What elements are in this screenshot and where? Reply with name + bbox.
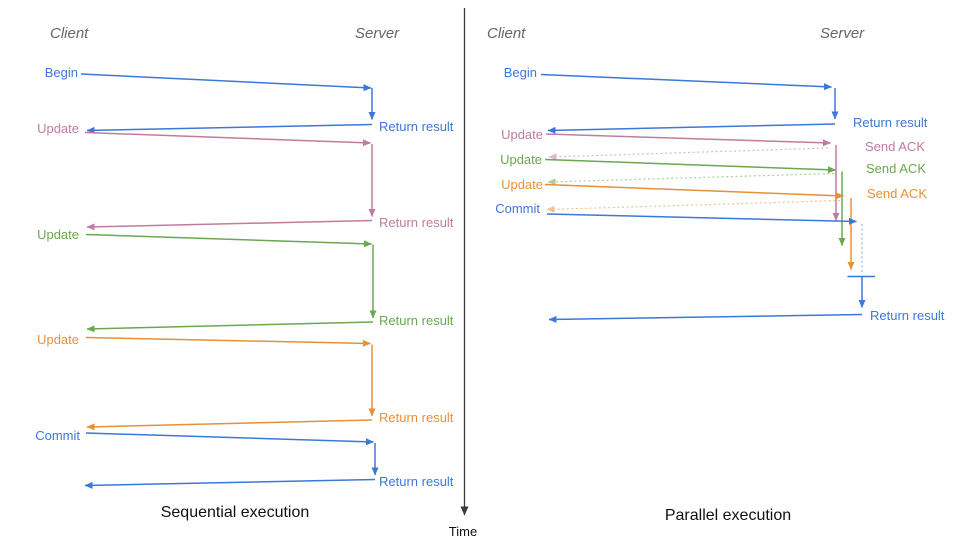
server-header: Server bbox=[355, 25, 400, 42]
server-header: Server bbox=[820, 25, 865, 42]
response-line bbox=[86, 419, 373, 431]
response-label: Return result bbox=[379, 119, 454, 134]
seq-update1-exchange: Update Return result bbox=[37, 121, 454, 231]
panel-parallel: Client Server Begin Return result Update… bbox=[487, 25, 945, 524]
response-line bbox=[86, 123, 373, 134]
request-line bbox=[80, 73, 372, 92]
request-line bbox=[85, 336, 371, 347]
request-label: Commit bbox=[35, 428, 80, 443]
client-header: Client bbox=[50, 25, 89, 42]
request-line bbox=[544, 183, 844, 200]
request-label: Update bbox=[500, 152, 542, 167]
panel-title: Parallel execution bbox=[665, 507, 791, 524]
response-label: Return result bbox=[853, 115, 928, 130]
ack-line bbox=[547, 172, 835, 186]
response-label: Return result bbox=[379, 313, 454, 328]
response-label: Return result bbox=[379, 215, 454, 230]
response-label: Send ACK bbox=[866, 161, 926, 176]
response-label: Send ACK bbox=[867, 186, 927, 201]
request-label: Begin bbox=[504, 65, 537, 80]
time-axis: Time bbox=[449, 8, 477, 539]
time-axis-label: Time bbox=[449, 524, 477, 539]
response-line bbox=[86, 321, 374, 333]
response-line bbox=[84, 478, 376, 489]
par-update1-exchange: Update Send ACK bbox=[501, 127, 925, 221]
seq-begin-exchange: Begin Return result bbox=[45, 65, 454, 134]
response-line bbox=[547, 123, 836, 134]
request-line bbox=[85, 233, 372, 248]
par-update3-exchange: Update Send ACK bbox=[501, 177, 927, 270]
seq-update2-exchange: Update Return result bbox=[37, 227, 454, 333]
request-label: Update bbox=[37, 227, 79, 242]
response-line bbox=[548, 313, 863, 323]
request-line bbox=[84, 131, 371, 147]
request-line bbox=[546, 213, 857, 225]
client-header: Client bbox=[487, 25, 526, 42]
request-label: Update bbox=[501, 127, 543, 142]
par-begin-exchange: Begin Return result bbox=[504, 65, 928, 134]
par-commit-exchange: Commit Return result bbox=[495, 201, 945, 323]
request-label: Update bbox=[37, 121, 79, 136]
panel-sequential: Client Server Begin Return result Update… bbox=[35, 25, 454, 521]
response-label: Return result bbox=[379, 474, 454, 489]
response-line bbox=[86, 219, 373, 231]
response-label: Return result bbox=[870, 308, 945, 323]
response-label: Send ACK bbox=[865, 139, 925, 154]
request-label: Commit bbox=[495, 201, 540, 216]
request-line bbox=[540, 73, 832, 91]
par-update2-exchange: Update Send ACK bbox=[500, 152, 926, 246]
request-label: Update bbox=[37, 332, 79, 347]
request-line bbox=[85, 432, 374, 446]
response-label: Return result bbox=[379, 410, 454, 425]
ack-line bbox=[546, 199, 841, 213]
request-label: Begin bbox=[45, 65, 78, 80]
panel-title: Sequential execution bbox=[161, 504, 310, 521]
seq-update3-exchange: Update Return result bbox=[37, 332, 454, 431]
request-label: Update bbox=[501, 177, 543, 192]
seq-commit-exchange: Commit Return result bbox=[35, 428, 454, 489]
ack-line bbox=[548, 147, 829, 161]
request-line bbox=[545, 133, 831, 147]
request-line bbox=[544, 158, 836, 174]
